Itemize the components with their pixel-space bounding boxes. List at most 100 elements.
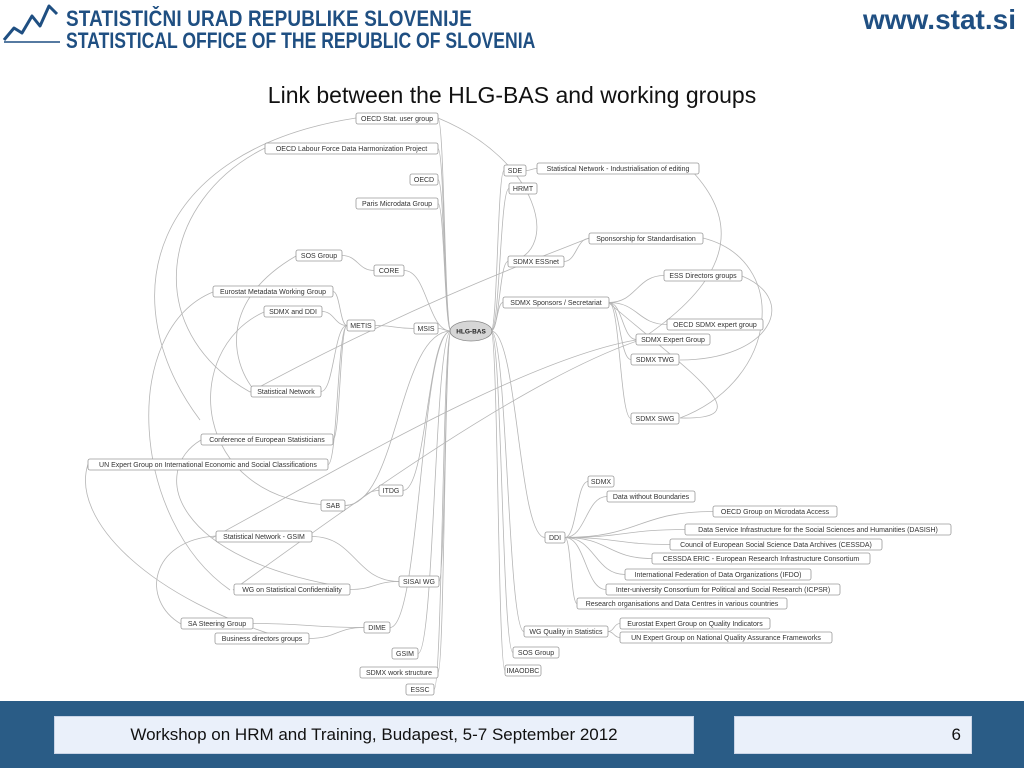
svg-text:SISAI WG: SISAI WG — [403, 579, 435, 586]
branch-line-paris — [437, 203, 452, 332]
svg-text:GSIM: GSIM — [396, 651, 414, 658]
cross-link-9 — [608, 302, 718, 419]
node-sdmx-expert: SDMX Expert Group — [635, 333, 711, 346]
node-gsim: GSIM — [391, 647, 419, 660]
node-oecd-labour: OECD Labour Force Data Harmonization Pro… — [264, 142, 439, 155]
branch-line-imaodbc — [490, 330, 506, 671]
node-itdg: ITDG — [378, 484, 404, 497]
node-sos-left: SOS Group — [295, 249, 343, 262]
sub-branch-sdmx_ddi — [321, 311, 348, 326]
node-business-dir: Business directors groups — [214, 632, 310, 645]
sub-branch-metis — [374, 325, 415, 329]
node-research-org: Research organisations and Data Centres … — [576, 597, 788, 610]
org-name-english: STATISTICAL OFFICE OF THE REPUBLIC OF SL… — [66, 28, 536, 53]
cross-link-1 — [175, 147, 266, 393]
svg-text:OECD Labour Force Data Harmoni: OECD Labour Force Data Harmonization Pro… — [276, 146, 427, 153]
sub-branch-cessda_eric — [564, 537, 653, 559]
svg-text:Inter-university Consortium fo: Inter-university Consortium for Politica… — [616, 587, 830, 594]
branch-line-dime — [389, 330, 452, 628]
svg-text:SDMX Expert Group: SDMX Expert Group — [641, 337, 705, 344]
svg-text:IMAODBC: IMAODBC — [507, 668, 540, 675]
cross-link-10 — [236, 255, 297, 391]
cross-link-13 — [232, 339, 641, 591]
svg-text:Research organisations and Dat: Research organisations and Data Centres … — [586, 601, 779, 608]
svg-text:SDMX Sponsors / Secretariat: SDMX Sponsors / Secretariat — [510, 300, 601, 307]
sub-branch-eurostat_quality — [607, 623, 621, 632]
node-msis: MSIS — [413, 322, 439, 335]
node-sab: SAB — [320, 499, 346, 512]
sub-branch-icpsr — [564, 537, 607, 590]
node-stat-network-gsim: Statistical Network - GSIM — [215, 530, 313, 543]
node-icpsr: Inter-university Consortium for Politica… — [605, 583, 841, 596]
sub-branch-sponsorship — [563, 238, 590, 262]
svg-text:International Federation of Da: International Federation of Data Organiz… — [635, 572, 802, 579]
svg-text:SOS Group: SOS Group — [301, 253, 337, 260]
branch-line-wg_quality — [490, 330, 525, 632]
svg-text:HRMT: HRMT — [513, 186, 534, 193]
svg-text:Sponsorship for Standardisatio: Sponsorship for Standardisation — [596, 236, 696, 243]
node-sdmx-twg: SDMX TWG — [630, 353, 680, 366]
svg-text:ITDG: ITDG — [383, 488, 400, 495]
sub-branch-sa_steering — [252, 623, 365, 628]
svg-text:MSIS: MSIS — [417, 326, 434, 333]
node-ifdo: International Federation of Data Organiz… — [624, 568, 812, 581]
svg-text:METIS: METIS — [350, 323, 372, 330]
svg-text:SDMX work structure: SDMX work structure — [366, 670, 432, 677]
svg-text:Council of European Social Sci: Council of European Social Science Data … — [680, 542, 872, 549]
node-dime: DIME — [363, 621, 391, 634]
svg-text:SDE: SDE — [508, 168, 523, 175]
footer-caption-box: Workshop on HRM and Training, Budapest, … — [54, 716, 694, 754]
sub-branch-data_wo_bound — [564, 496, 608, 538]
node-dasish: Data Service Infrastructure for the Soci… — [684, 523, 952, 536]
node-core: CORE — [373, 264, 405, 277]
svg-text:Statistical Network: Statistical Network — [257, 389, 315, 396]
svg-text:CESSDA ERIC - European Researc: CESSDA ERIC - European Research Infrastr… — [663, 556, 860, 563]
node-wg-quality: WG Quality in Statistics — [523, 625, 609, 638]
node-paris: Paris Microdata Group — [355, 197, 439, 210]
sub-branch-sdmx_swg — [608, 302, 632, 419]
svg-text:SDMX and DDI: SDMX and DDI — [269, 309, 317, 316]
sub-branch-oecd_micro — [564, 511, 714, 538]
branch-line-sos_right — [490, 330, 514, 653]
svg-text:UN Expert Group on National Qu: UN Expert Group on National Quality Assu… — [631, 635, 821, 642]
page-number: 6 — [951, 725, 961, 744]
sub-branch-sos_left — [341, 255, 375, 271]
sub-branch-stat_net_edit — [525, 168, 538, 171]
node-stat-network: Statistical Network — [250, 385, 322, 398]
cross-link-4 — [176, 439, 351, 589]
node-sdmx-work: SDMX work structure — [359, 666, 439, 679]
cross-link-8 — [679, 275, 773, 361]
branch-line-sisai — [438, 330, 452, 582]
cross-link-14 — [211, 339, 637, 539]
svg-text:SOS Group: SOS Group — [518, 650, 554, 657]
svg-text:SA Steering Group: SA Steering Group — [188, 621, 246, 628]
svg-text:OECD Stat. user group: OECD Stat. user group — [361, 116, 433, 123]
node-oecd-micro: OECD Group on Microdata Access — [712, 505, 838, 518]
node-sos-right: SOS Group — [512, 646, 560, 659]
cross-link-2 — [148, 291, 231, 591]
slide-title: Link between the HLG-BAS and working gro… — [267, 82, 757, 108]
sub-branch-un_expert_class — [327, 325, 348, 465]
sub-branch-research_org — [564, 537, 578, 604]
svg-text:OECD SDMX expert group: OECD SDMX expert group — [673, 322, 757, 329]
branch-line-oecd — [437, 179, 452, 332]
node-un-expert-class: UN Expert Group on International Economi… — [87, 458, 329, 471]
sub-branch-sdmx — [564, 481, 589, 538]
node-ess-directors: ESS Directors groups — [663, 269, 743, 282]
sub-branch-ifdo — [564, 537, 626, 575]
node-sdmx-ddi: SDMX and DDI — [263, 305, 323, 318]
node-metis: METIS — [346, 319, 376, 332]
branch-line-gsim — [417, 330, 452, 654]
sub-branch-cessda — [564, 537, 671, 545]
branch-line-ddi — [490, 330, 546, 538]
cross-link-11 — [156, 535, 217, 625]
node-oecd-stat: OECD Stat. user group — [355, 112, 439, 125]
svg-text:ESSC: ESSC — [410, 687, 429, 694]
website-link[interactable]: www.stat.si — [862, 4, 1016, 35]
svg-text:SDMX: SDMX — [591, 479, 612, 486]
node-oecd: OECD — [409, 173, 439, 186]
svg-text:ESS Directors groups: ESS Directors groups — [669, 273, 737, 280]
sub-branch-wg_conf — [349, 581, 400, 590]
sors-logo-icon — [2, 4, 60, 43]
svg-text:Statistical Network - GSIM: Statistical Network - GSIM — [223, 534, 305, 541]
